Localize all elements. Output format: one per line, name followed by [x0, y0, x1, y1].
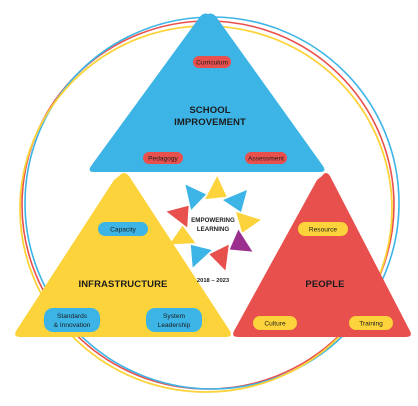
pill-training-label: Training	[359, 321, 383, 328]
infrastructure-title: INFRASTRUCTURE	[78, 279, 167, 290]
pill-training: Training	[349, 316, 393, 330]
center-title-line2: LEARNING	[197, 226, 229, 233]
people-triangle	[233, 173, 411, 337]
pill-standards-innovation: Standards & Innovation	[44, 308, 100, 332]
pill-capacity: Capacity	[98, 222, 148, 236]
pill-assessment-label: Assessment	[248, 156, 284, 163]
pinwheel-logo	[166, 176, 261, 271]
pill-pedagogy-label: Pedagogy	[148, 156, 178, 163]
pill-standards-line1: Standards	[57, 313, 88, 320]
pill-culture: Culture	[253, 316, 297, 330]
pill-system-leadership: System Leadership	[146, 308, 202, 332]
infrastructure-triangle	[15, 173, 231, 337]
center-title-line1: EMPOWERING	[191, 217, 235, 224]
pill-pedagogy: Pedagogy	[143, 152, 183, 164]
pill-standards-line2: & Innovation	[54, 322, 91, 329]
pill-system-line2: Leadership	[158, 322, 191, 329]
center-years: 2018 – 2023	[197, 278, 230, 284]
pill-capacity-label: Capacity	[110, 227, 136, 234]
people-title: PEOPLE	[305, 279, 344, 290]
school-improvement-triangle	[89, 13, 325, 172]
school-improvement-title-line2: IMPROVEMENT	[174, 117, 246, 128]
pill-system-line1: System	[163, 313, 185, 320]
pill-assessment: Assessment	[245, 152, 287, 164]
school-improvement-title-line1: SCHOOL	[189, 105, 230, 116]
pill-culture-label: Culture	[264, 321, 286, 328]
pill-resource: Resource	[298, 222, 348, 236]
pill-curriculum-label: Curriculum	[196, 60, 228, 67]
pill-curriculum: Curriculum	[193, 56, 231, 68]
pill-resource-label: Resource	[309, 227, 338, 234]
